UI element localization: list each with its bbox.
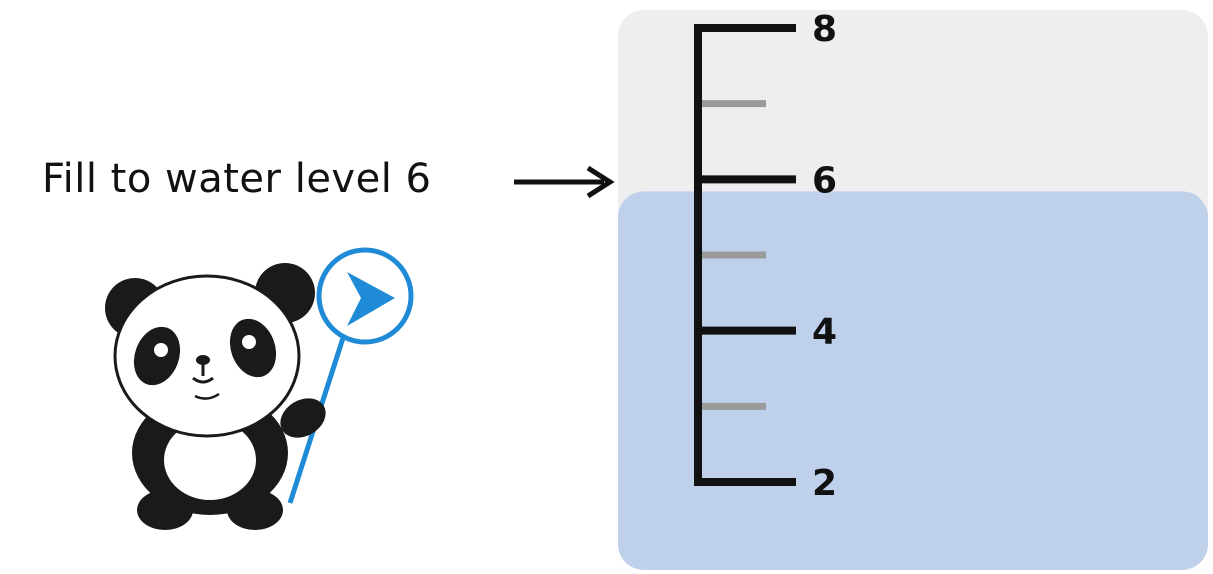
tick-label-8: 8 (812, 9, 837, 50)
sign-arrow-icon (347, 272, 395, 326)
panda-mascot-icon (105, 247, 414, 530)
tick-label-6: 6 (812, 160, 837, 201)
pointer-arrow-icon (514, 165, 615, 199)
tick-label-4: 4 (812, 312, 837, 353)
instruction-text: Fill to water level 6 (42, 156, 432, 202)
level-gauge: 8 6 4 2 (694, 9, 837, 504)
water-fill (618, 191, 1208, 571)
tick-label-2: 2 (812, 463, 837, 504)
